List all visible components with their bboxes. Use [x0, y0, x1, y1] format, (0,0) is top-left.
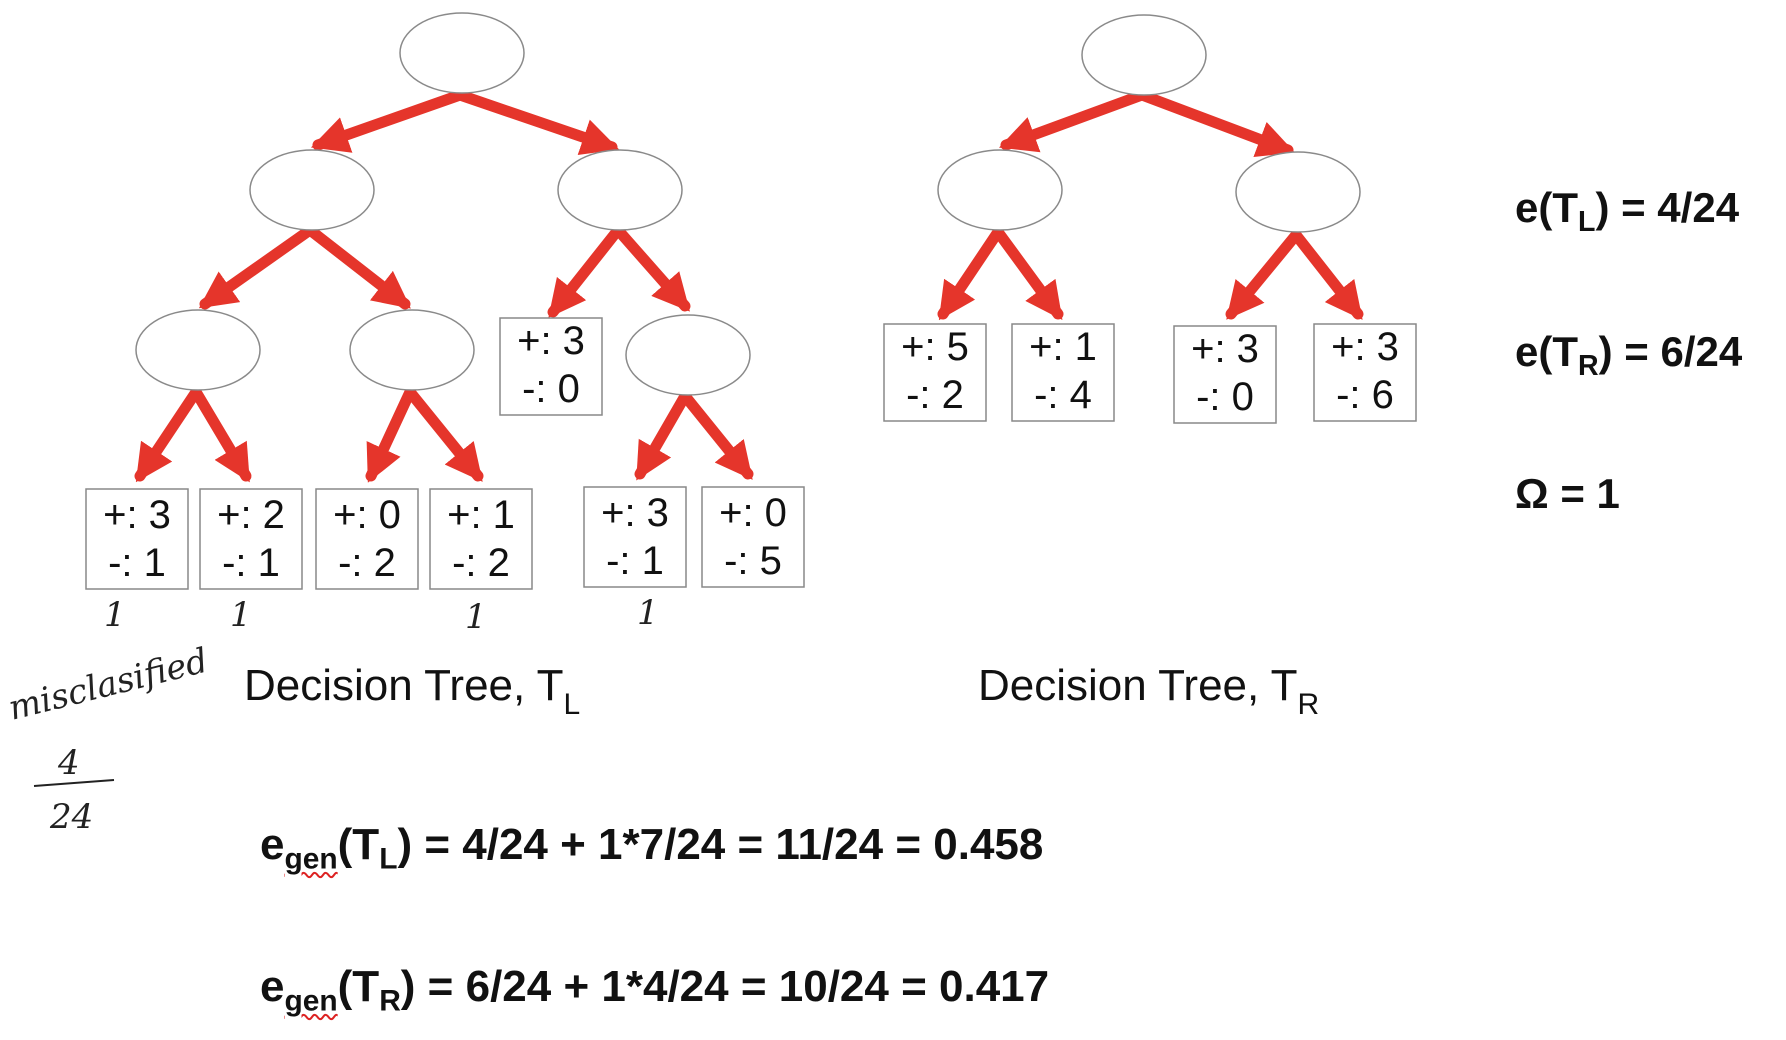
right-tree-nodes — [937, 14, 1361, 233]
left-tree-edges — [134, 89, 754, 483]
handwritten-annotations: 1 1 1 1 misclasified 4 24 — [5, 593, 659, 837]
right-tree-edges — [937, 89, 1364, 321]
leaf-neg: -: 5 — [724, 539, 782, 583]
hand-mark-3: 1 — [465, 597, 487, 637]
hand-mark-2: 1 — [230, 595, 252, 635]
leaf-neg: -: 1 — [108, 541, 166, 585]
right-node-b — [1235, 151, 1361, 233]
edge-c-l — [134, 386, 202, 483]
hand-frac-num: 4 — [57, 743, 80, 783]
left-node-a — [249, 149, 375, 231]
hand-mark-1: 1 — [104, 595, 126, 635]
edge-rroot-l — [998, 89, 1148, 153]
left-tree-nodes — [135, 12, 751, 396]
right-tree-caption: Decision Tree, TR — [978, 661, 1319, 721]
leaf-neg: -: 1 — [222, 541, 280, 585]
leaf-neg: -: 4 — [1034, 373, 1092, 417]
left-node-c — [135, 309, 261, 391]
leaf-pos: +: 3 — [1331, 325, 1399, 369]
leaf-neg: -: 0 — [522, 367, 580, 411]
edge-e-l — [634, 390, 691, 481]
left-leaf-4: +: 1 -: 2 — [429, 488, 533, 590]
leaf-neg: -: 6 — [1336, 373, 1394, 417]
leaf-neg: -: 2 — [452, 541, 510, 585]
hand-mark-4: 1 — [637, 593, 659, 633]
left-leaf-6: +: 3 -: 1 — [583, 486, 687, 588]
leaf-pos: +: 1 — [447, 493, 515, 537]
leaf-neg: -: 2 — [906, 373, 964, 417]
leaf-pos: +: 3 — [103, 493, 171, 537]
left-node-e — [625, 314, 751, 396]
omega-equation: Ω = 1 — [1515, 470, 1620, 517]
edge-a-l — [198, 224, 316, 310]
right-root-node — [1081, 14, 1207, 96]
hand-misclassified: misclasified — [5, 641, 212, 729]
left-tree-caption: Decision Tree, TL — [244, 661, 580, 721]
right-node-a — [937, 149, 1063, 231]
edge-root-r — [454, 89, 620, 156]
edge-a-r — [304, 224, 411, 310]
leaf-pos: +: 0 — [719, 491, 787, 535]
leaf-neg: -: 0 — [1196, 375, 1254, 419]
left-leaf-5: +: 3 -: 0 — [499, 317, 603, 416]
leaf-pos: +: 5 — [901, 325, 969, 369]
edge-root-l — [310, 89, 466, 153]
edge-ra-l — [937, 226, 1004, 321]
right-leaf-1: +: 5 -: 2 — [883, 323, 987, 422]
right-tree-leaves: +: 5 -: 2 +: 1 -: 4 +: 3 -: 0 +: 3 -: 6 — [883, 323, 1417, 424]
edge-ra-r — [992, 226, 1064, 321]
edge-d-r — [404, 386, 484, 482]
edge-rroot-r — [1136, 89, 1295, 157]
leaf-pos: +: 0 — [333, 493, 401, 537]
left-root-node — [399, 12, 525, 94]
generalization-error-right: egen(TR) = 6/24 + 1*4/24 = 10/24 = 0.417 — [260, 962, 1050, 1018]
edge-e-r — [679, 390, 754, 480]
left-leaf-2: +: 2 -: 1 — [199, 488, 303, 590]
hand-frac-den: 24 — [49, 797, 93, 837]
leaf-pos: +: 1 — [1029, 325, 1097, 369]
leaf-neg: -: 1 — [606, 539, 664, 583]
hand-frac-bar — [33, 779, 115, 787]
left-leaf-1: +: 3 -: 1 — [85, 488, 189, 590]
left-leaf-7: +: 0 -: 5 — [701, 486, 805, 588]
generalization-error-left: egen(TL) = 4/24 + 1*7/24 = 11/24 = 0.458 — [260, 820, 1044, 876]
edge-rb-l — [1225, 229, 1302, 320]
leaf-pos: +: 2 — [217, 493, 285, 537]
edge-b-r — [612, 224, 691, 312]
left-leaf-3: +: 0 -: 2 — [315, 488, 419, 590]
leaf-pos: +: 3 — [601, 491, 669, 535]
edge-d-l — [365, 386, 416, 483]
left-node-d — [349, 309, 475, 391]
edge-rb-r — [1290, 229, 1364, 320]
error-left-equation: e(TL) = 4/24 — [1515, 184, 1740, 239]
leaf-neg: -: 2 — [338, 541, 396, 585]
right-leaf-2: +: 1 -: 4 — [1011, 323, 1115, 422]
left-node-b — [557, 149, 683, 231]
left-tree-leaves: +: 3 -: 1 +: 2 -: 1 +: 0 -: 2 +: 1 -: 2 … — [85, 317, 805, 590]
edge-c-r — [190, 386, 252, 483]
leaf-pos: +: 3 — [1191, 327, 1259, 371]
right-leaf-3: +: 3 -: 0 — [1173, 325, 1277, 424]
error-right-equation: e(TR) = 6/24 — [1515, 328, 1743, 383]
edge-b-l — [547, 224, 624, 318]
leaf-pos: +: 3 — [517, 319, 585, 363]
right-leaf-4: +: 3 -: 6 — [1313, 323, 1417, 422]
